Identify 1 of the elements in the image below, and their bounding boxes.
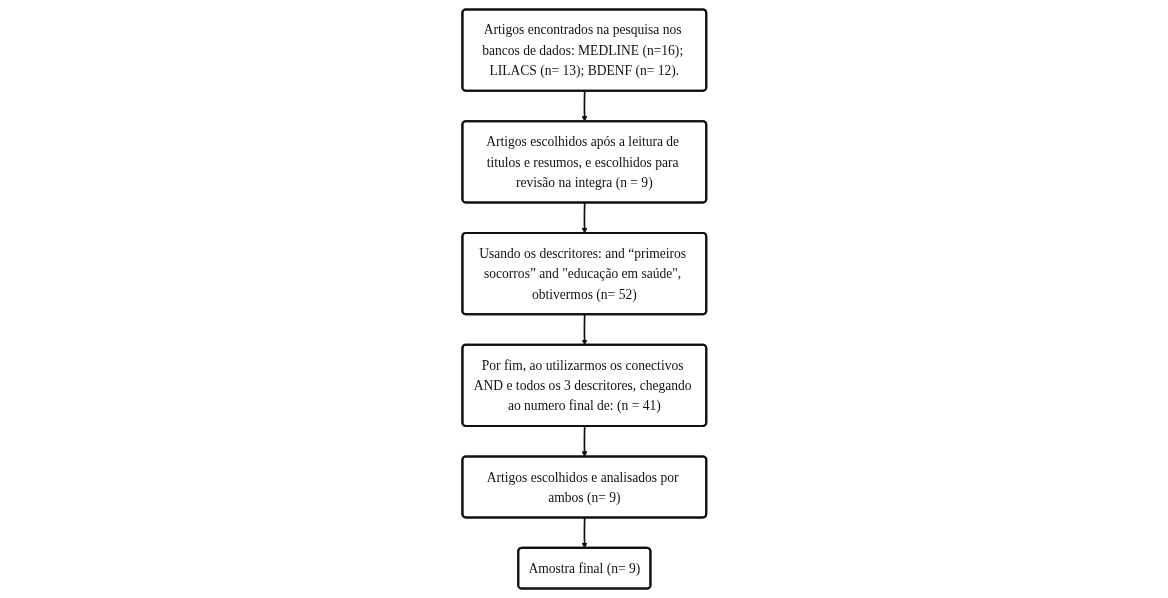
arrow xyxy=(581,90,588,122)
